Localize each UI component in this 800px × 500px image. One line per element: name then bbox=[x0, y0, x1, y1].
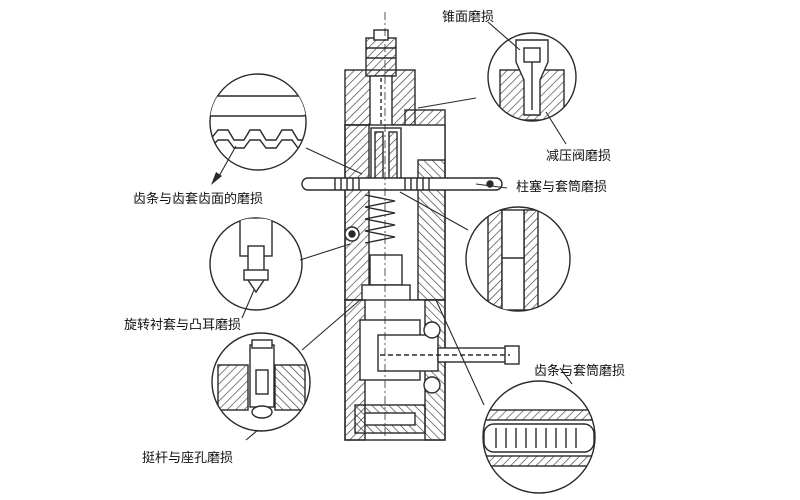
label-cone-face-wear: 锥面磨损 bbox=[442, 10, 495, 25]
label-rotating-bushing-lug-wear: 旋转衬套与凸耳磨损 bbox=[124, 318, 242, 333]
rack-teeth-detail bbox=[209, 73, 307, 171]
pump-body bbox=[301, 12, 520, 441]
label-rack-barrel-wear: 齿条与套筒磨损 bbox=[534, 364, 626, 379]
label-tappet-seat-hole-wear: 挺杆与座孔磨损 bbox=[142, 451, 234, 466]
label-plunger-barrel-wear: 柱塞与套筒磨损 bbox=[516, 180, 608, 195]
leader-lines bbox=[217, 21, 573, 441]
label-relief-valve-wear: 减压阀磨损 bbox=[546, 149, 612, 164]
arrow-head bbox=[211, 172, 222, 185]
label-rack-sleeve-tooth-wear: 齿条与齿套齿面的磨损 bbox=[133, 192, 264, 207]
